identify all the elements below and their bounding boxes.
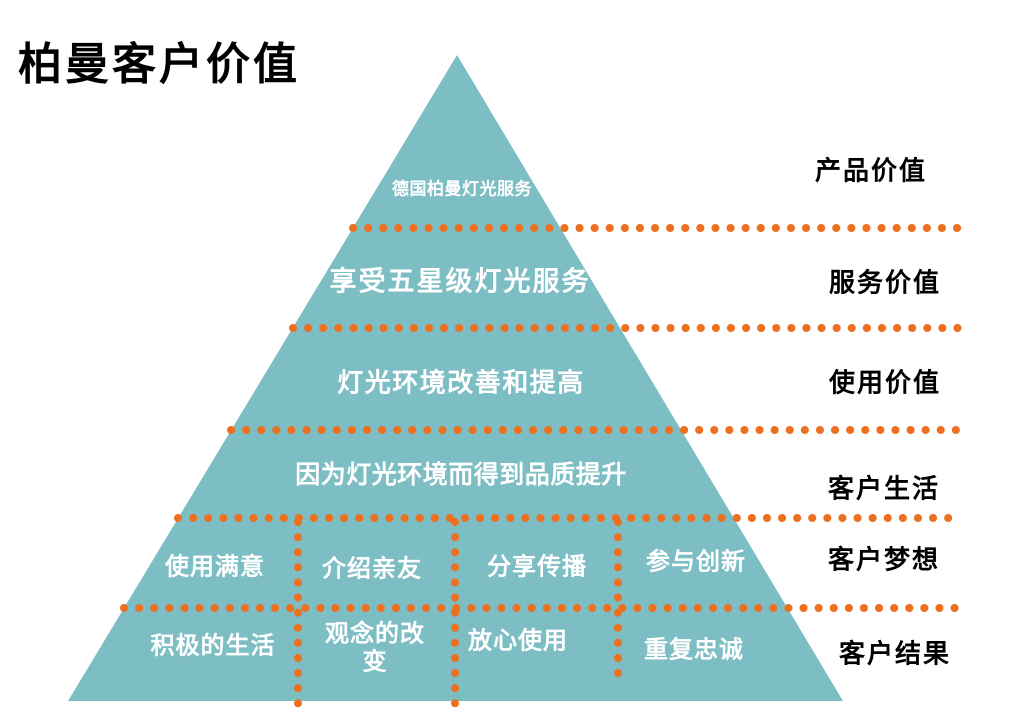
right-label-customer-dream: 客户梦想 xyxy=(827,544,941,575)
result-cell-active-life: 积极的生活 xyxy=(150,632,276,660)
dream-cell-innovation: 参与创新 xyxy=(646,548,746,576)
dream-cell-sharing: 分享传播 xyxy=(487,553,587,581)
result-cell-mindset-change: 观念的改变 xyxy=(325,620,425,675)
right-label-product-value: 产品价值 xyxy=(814,155,928,186)
pyramid-level-3-label: 灯光环境改善和提高 xyxy=(337,367,585,398)
right-label-customer-result: 客户结果 xyxy=(838,638,952,669)
page-title: 柏曼客户价值 xyxy=(18,40,300,89)
pyramid-shape xyxy=(68,55,843,701)
pyramid-level-2-label: 享受五星级灯光服务 xyxy=(329,266,591,297)
right-label-service-value: 服务价值 xyxy=(828,267,942,298)
result-cell-repeat-loyalty: 重复忠诚 xyxy=(644,636,744,664)
right-label-use-value: 使用价值 xyxy=(828,367,942,398)
pyramid-level-4-label: 因为灯光环境而得到品质提升 xyxy=(295,461,627,489)
dream-cell-referral: 介绍亲友 xyxy=(322,555,422,583)
dream-cell-satisfaction: 使用满意 xyxy=(165,553,265,581)
pyramid-level-1-label: 德国柏曼灯光服务 xyxy=(392,179,532,199)
result-cell-worry-free-use: 放心使用 xyxy=(468,627,568,655)
right-label-customer-life: 客户生活 xyxy=(827,473,941,504)
